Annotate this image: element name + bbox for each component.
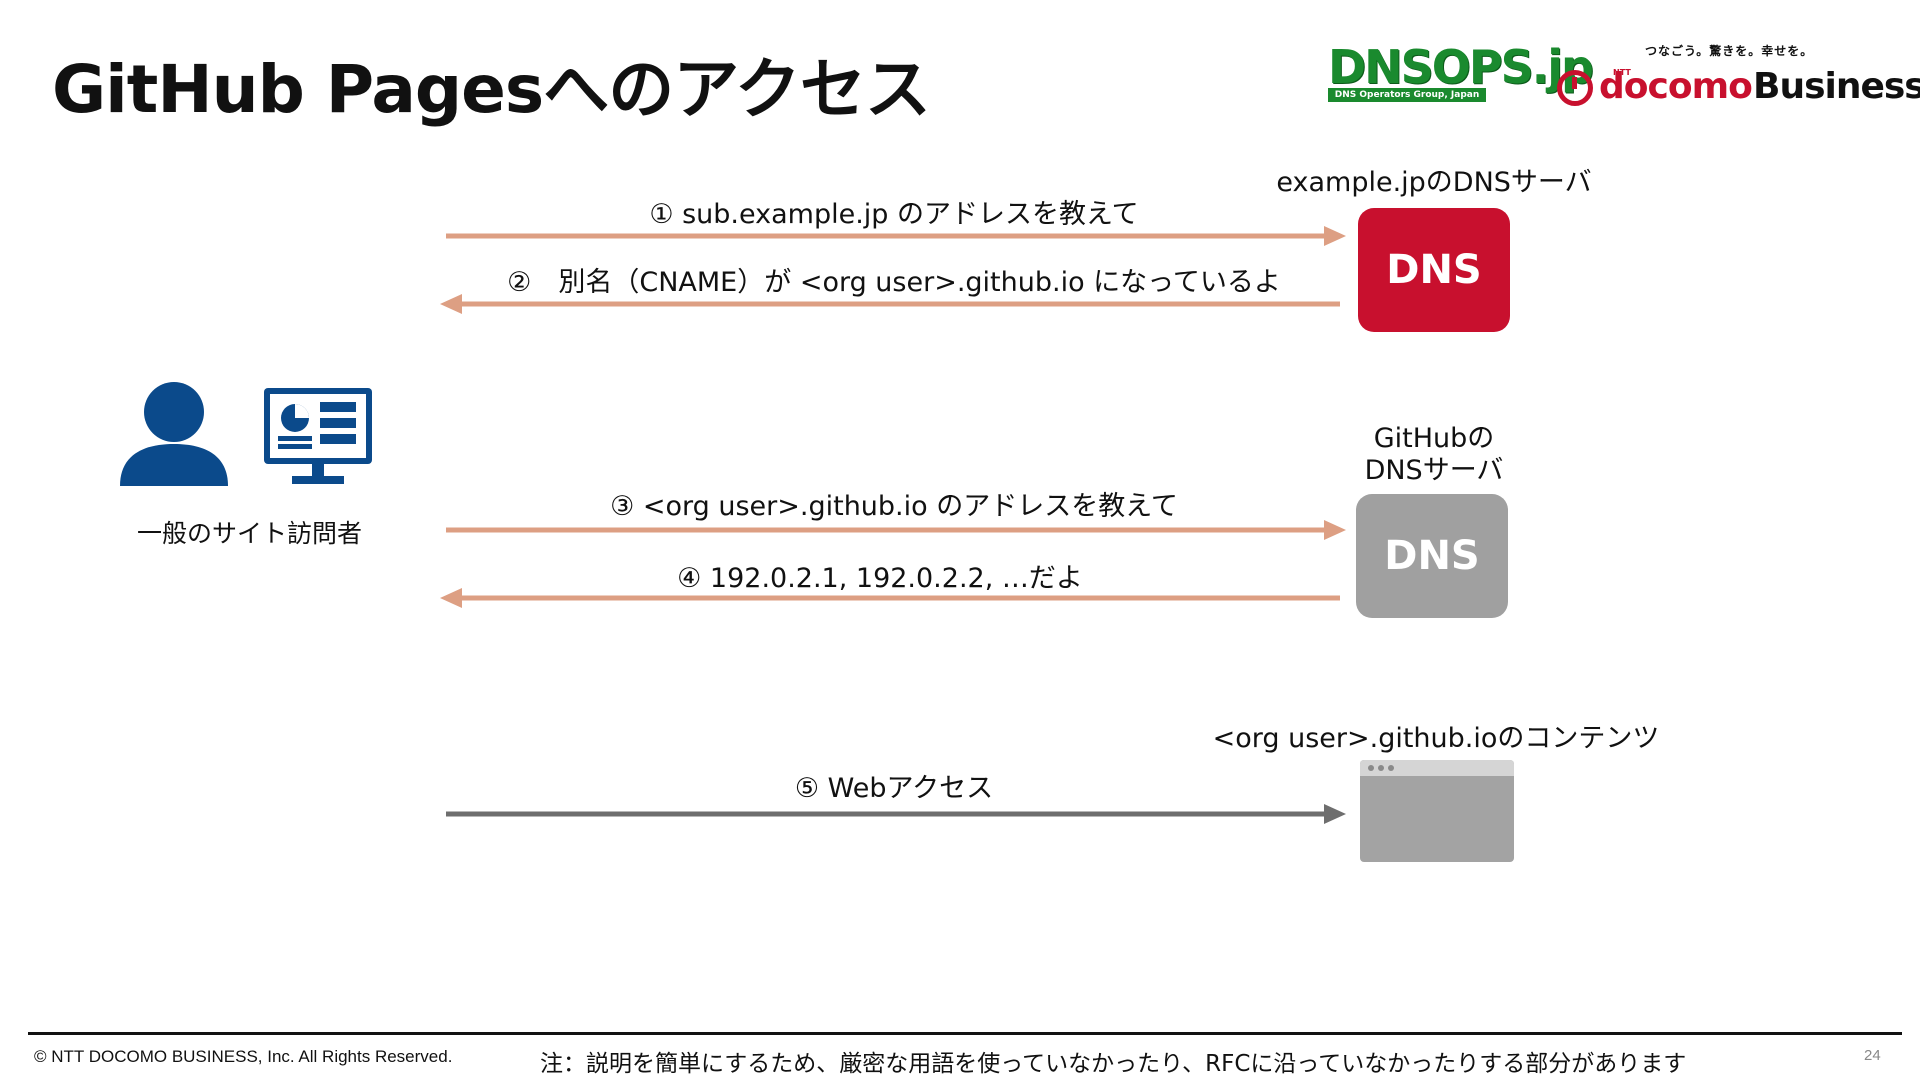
page-number: 24 bbox=[1864, 1047, 1881, 1064]
browser-dot bbox=[1388, 765, 1394, 771]
message-2: ② 別名（CNAME）が <org user>.github.io になっている… bbox=[507, 267, 1281, 298]
github-dns-label-line1: GitHubの bbox=[1373, 423, 1495, 454]
docomo-business-text: Business bbox=[1753, 66, 1920, 107]
footer-divider bbox=[28, 1032, 1902, 1035]
dnsops-logo-subtext: DNS Operators Group, Japan bbox=[1328, 88, 1486, 102]
message-3: ③ <org user>.github.io のアドレスを教えて bbox=[610, 491, 1178, 522]
docomo-tagline: つなごう。驚きを。幸せを。 bbox=[1645, 44, 1814, 58]
docomo-name-text: docomo bbox=[1599, 66, 1753, 107]
footnote-text: 注：説明を簡単にするため、厳密な用語を使っていなかったり、RFCに沿っていなかっ… bbox=[540, 1051, 1687, 1077]
message-4: ④ 192.0.2.1, 192.0.2.2, …だよ bbox=[677, 563, 1083, 594]
visitor-label: 一般のサイト訪問者 bbox=[137, 519, 363, 548]
dnsops-logo: DNSOPS.jp DNS Operators Group, Japan bbox=[1328, 40, 1594, 102]
arrow-2-left bbox=[440, 294, 1340, 314]
content-label: <org user>.github.ioのコンテンツ bbox=[1212, 723, 1660, 754]
slide-title: GitHub Pagesへのアクセス bbox=[52, 51, 931, 128]
arrow-5-right bbox=[446, 804, 1346, 824]
docomo-ntt-text: NTT bbox=[1613, 68, 1631, 77]
browser-window-icon bbox=[1360, 760, 1514, 862]
example-dns-label: example.jpのDNSサーバ bbox=[1276, 167, 1592, 198]
monitor-icon bbox=[264, 388, 372, 484]
browser-titlebar bbox=[1360, 760, 1514, 776]
browser-dot bbox=[1368, 765, 1374, 771]
arrow-3-right bbox=[446, 520, 1346, 540]
dnsops-logo-text: DNSOPS.jp bbox=[1328, 40, 1594, 94]
arrow-1-right bbox=[446, 226, 1346, 246]
person-icon bbox=[120, 382, 228, 486]
github-dns-label-line2: DNSサーバ bbox=[1364, 455, 1504, 486]
arrow-4-left bbox=[440, 588, 1340, 608]
message-1: ① sub.example.jp のアドレスを教えて bbox=[649, 199, 1139, 230]
browser-dot bbox=[1378, 765, 1384, 771]
docomo-business-logo: つなごう。驚きを。幸せを。 NTT docomo Business bbox=[1553, 42, 1920, 107]
copyright-text: © NTT DOCOMO BUSINESS, Inc. All Rights R… bbox=[34, 1047, 453, 1066]
message-5: ⑤ Webアクセス bbox=[794, 773, 994, 804]
docomo-mark-icon bbox=[1557, 70, 1593, 106]
github-dns-server-box: DNS bbox=[1356, 494, 1508, 618]
example-dns-server-box: DNS bbox=[1358, 208, 1510, 332]
